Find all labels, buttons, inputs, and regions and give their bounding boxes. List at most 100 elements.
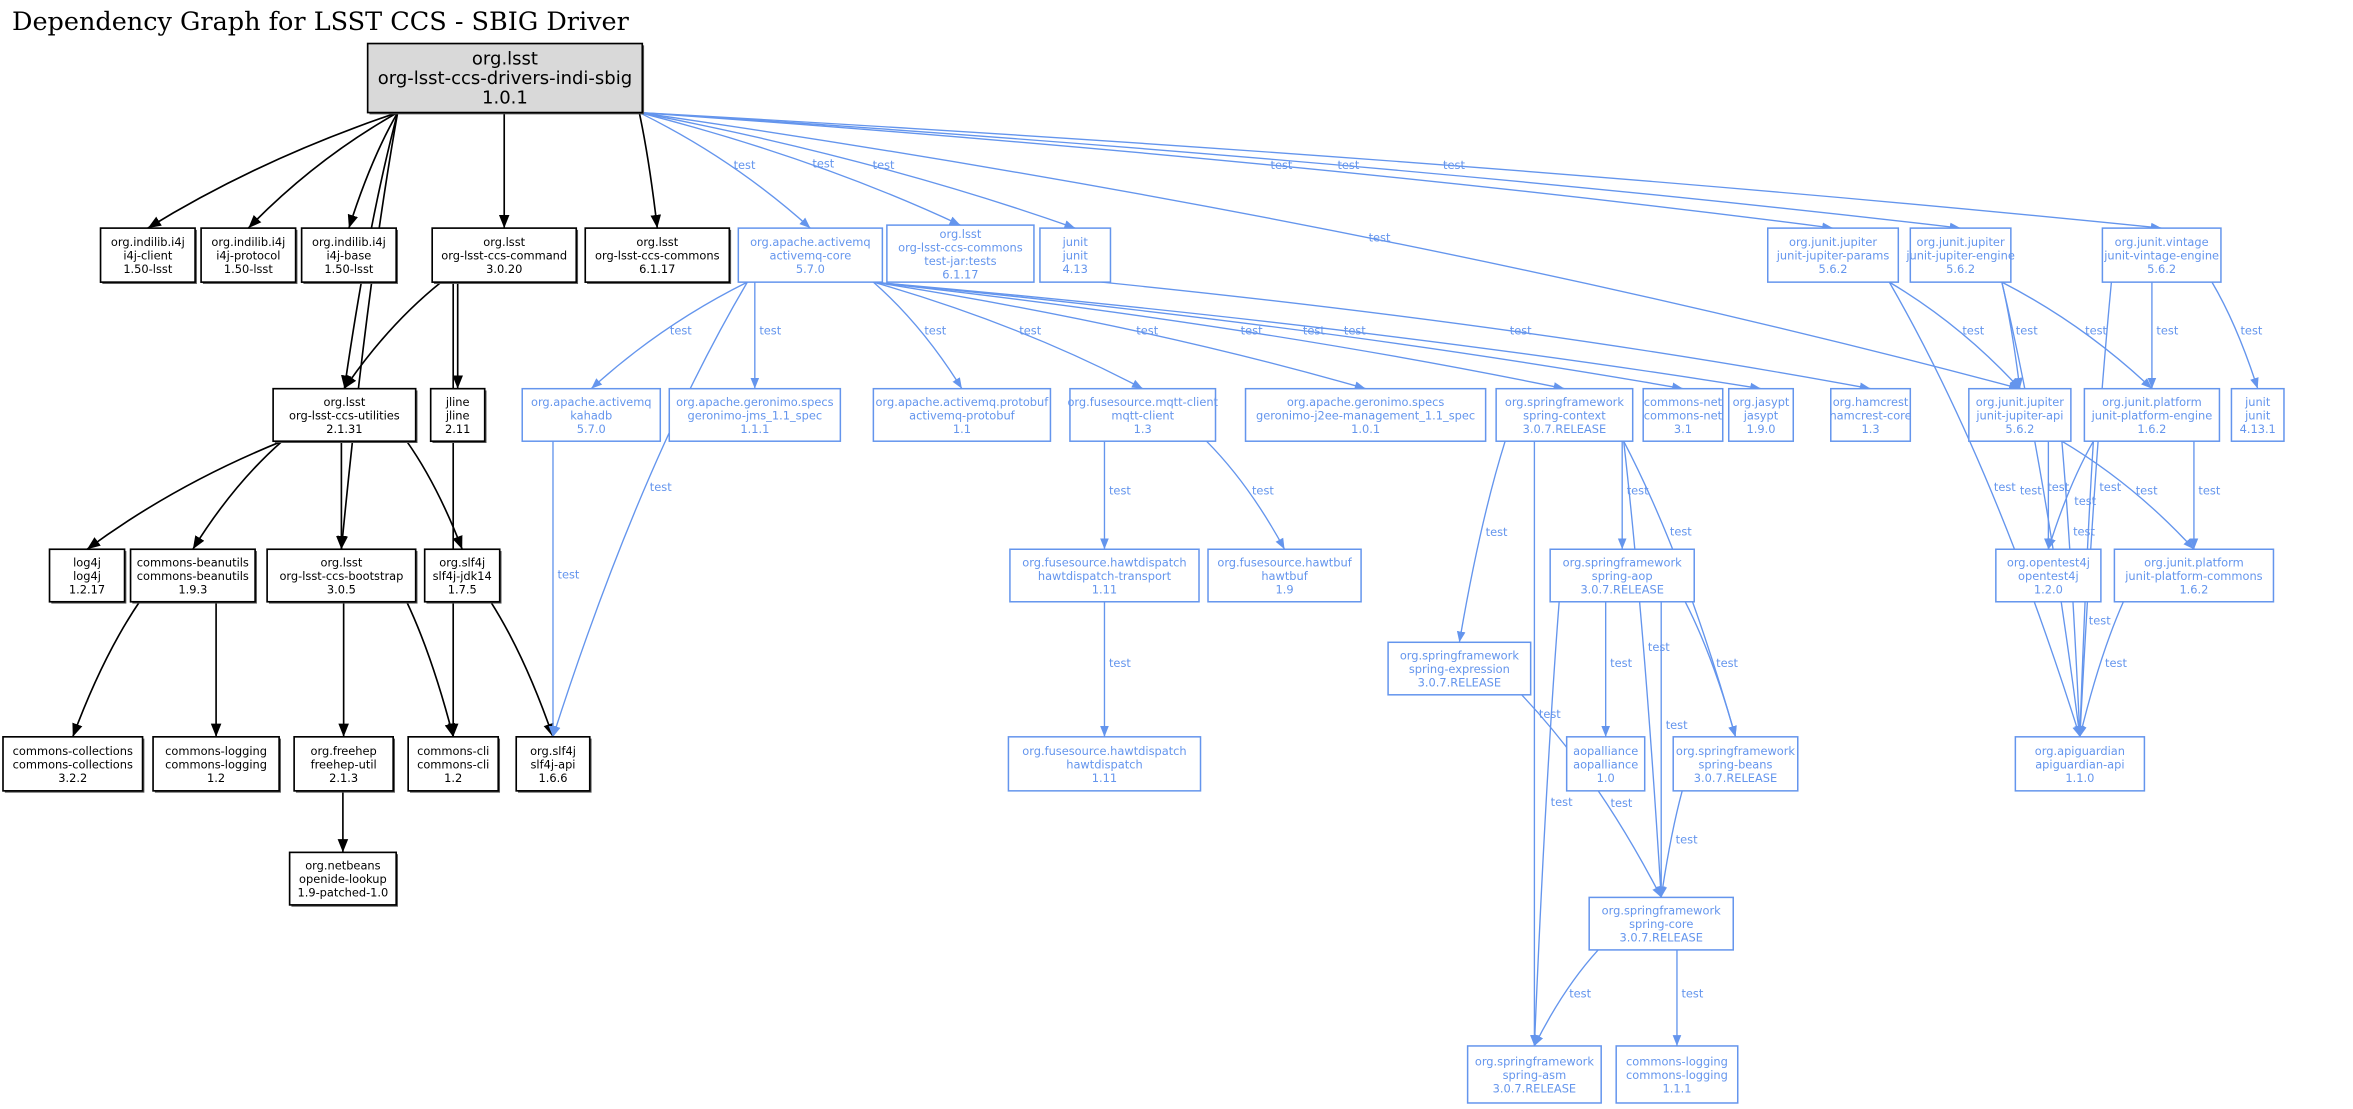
node-hawtdispatch[interactable]: org.fusesource.hawtdispatchhawtdispatch1… (1007, 736, 1202, 792)
edge-pcommons-to-apiguardian (2078, 601, 2125, 737)
node-pengine[interactable]: org.junit.platformjunit-platform-engine1… (2083, 387, 2221, 442)
node-label-line: spring-asm (1503, 1068, 1567, 1082)
node-scontext[interactable]: org.springframeworkspring-context3.0.7.R… (1495, 387, 1634, 442)
edge-label: test (2198, 483, 2220, 497)
node-label-line: org.fusesource.hawtdispatch (1022, 556, 1186, 570)
node-label-line: 5.6.2 (2005, 422, 2034, 436)
edge-label: test (1486, 525, 1508, 539)
edge-sbeans-to-score (1658, 790, 1683, 898)
edge-label: test (1610, 796, 1632, 810)
edge-jengine-to-pengine (2001, 281, 2153, 390)
node-sasm[interactable]: org.springframeworkspring-asm3.0.7.RELEA… (1466, 1045, 1602, 1104)
node-box (1615, 1045, 1739, 1104)
node-label-line: 2.1.31 (326, 422, 362, 436)
edge-label: test (1716, 656, 1738, 670)
node-label-line: org.lsst (940, 227, 982, 241)
node-label-line: hawtdispatch-transport (1038, 569, 1172, 583)
node-saop[interactable]: org.springframeworkspring-aop3.0.7.RELEA… (1549, 548, 1695, 603)
node-label-line: org-lsst-ccs-drivers-indi-sbig (378, 68, 632, 89)
node-root[interactable]: org.lsstorg-lsst-ccs-drivers-indi-sbig1.… (366, 42, 645, 115)
node-box (2, 736, 144, 792)
node-vintage[interactable]: org.junit.vintagejunit-vintage-engine5.6… (2101, 227, 2222, 283)
node-label-line: 1.9 (1275, 583, 1293, 597)
node-box (1039, 227, 1112, 283)
node-box (2083, 387, 2221, 442)
node-sexpr[interactable]: org.springframeworkspring-expression3.0.… (1387, 641, 1532, 696)
node-label-line: 2.11 (445, 422, 470, 436)
node-label-line: junit-platform-engine (2091, 408, 2213, 422)
node-label-line: 1.9.0 (1747, 422, 1776, 436)
node-box (1207, 548, 1362, 603)
edge-label: test (1109, 483, 1131, 497)
node-box (1909, 227, 2012, 283)
node-box (2101, 227, 2222, 283)
node-openide[interactable]: org.netbeansopenide-lookup1.9-patched-1.… (288, 851, 398, 907)
node-box (1642, 387, 1724, 442)
node-pcommons[interactable]: org.junit.platformjunit-platform-commons… (2113, 548, 2275, 603)
node-gj2ee[interactable]: org.apache.geronimo.specsgeronimo-j2ee-m… (1244, 387, 1487, 442)
node-sbeans[interactable]: org.springframeworkspring-beans3.0.7.REL… (1672, 736, 1799, 792)
node-label-line: 5.6.2 (1946, 262, 1975, 276)
edge-label: test (734, 158, 756, 172)
edge-label: test (2073, 525, 2095, 539)
node-box (737, 227, 884, 283)
node-label-line: junit (2244, 395, 2271, 409)
node-score[interactable]: org.springframeworkspring-core3.0.7.RELE… (1588, 896, 1734, 951)
node-jengine[interactable]: org.junit.jupiterjunit-jupiter-engine5.6… (1905, 227, 2015, 283)
edge-label: test (1241, 324, 1263, 338)
node-label-line: org.apache.activemq (750, 235, 871, 249)
node-amqproto[interactable]: org.apache.activemq.protobufactivemq-pro… (872, 387, 1052, 442)
node-label-line: org.apache.activemq (531, 395, 652, 409)
edge-mqtt-to-hawtbuf (1206, 440, 1286, 550)
node-hdtransport[interactable]: org.fusesource.hawtdispatchhawtdispatch-… (1009, 548, 1200, 603)
node-box (521, 387, 662, 442)
edge-utilities-to-jdk14 (405, 440, 463, 550)
node-jparams[interactable]: org.junit.jupiterjunit-jupiter-params5.6… (1767, 227, 1900, 283)
node-box (99, 227, 196, 283)
node-label-line: 1.1.1 (1662, 1081, 1691, 1095)
node-label-line: 1.1.0 (2065, 771, 2094, 785)
node-label-line: org.fusesource.hawtdispatch (1022, 744, 1186, 758)
edge-jparams-to-japi (1888, 281, 2021, 390)
node-label-line: org.junit.platform (2144, 556, 2244, 570)
node-label-line: org.lsst (320, 556, 362, 570)
edge-jdk14-to-slf4japi (490, 601, 554, 738)
node-commonstests[interactable]: org.lsstorg-lsst-ccs-commonstest-jar:tes… (886, 224, 1035, 283)
node-box (1968, 387, 2072, 442)
node-gjms[interactable]: org.apache.geronimo.specsgeronimo-jms_1.… (668, 387, 842, 442)
edge-label: test (1994, 480, 2016, 494)
node-ccollections[interactable]: commons-collectionscommons-collections3.… (2, 736, 145, 793)
node-label-line: 1.11 (1092, 583, 1117, 597)
edge-root-to-i4jbase (347, 112, 399, 229)
node-box (1830, 387, 1912, 442)
